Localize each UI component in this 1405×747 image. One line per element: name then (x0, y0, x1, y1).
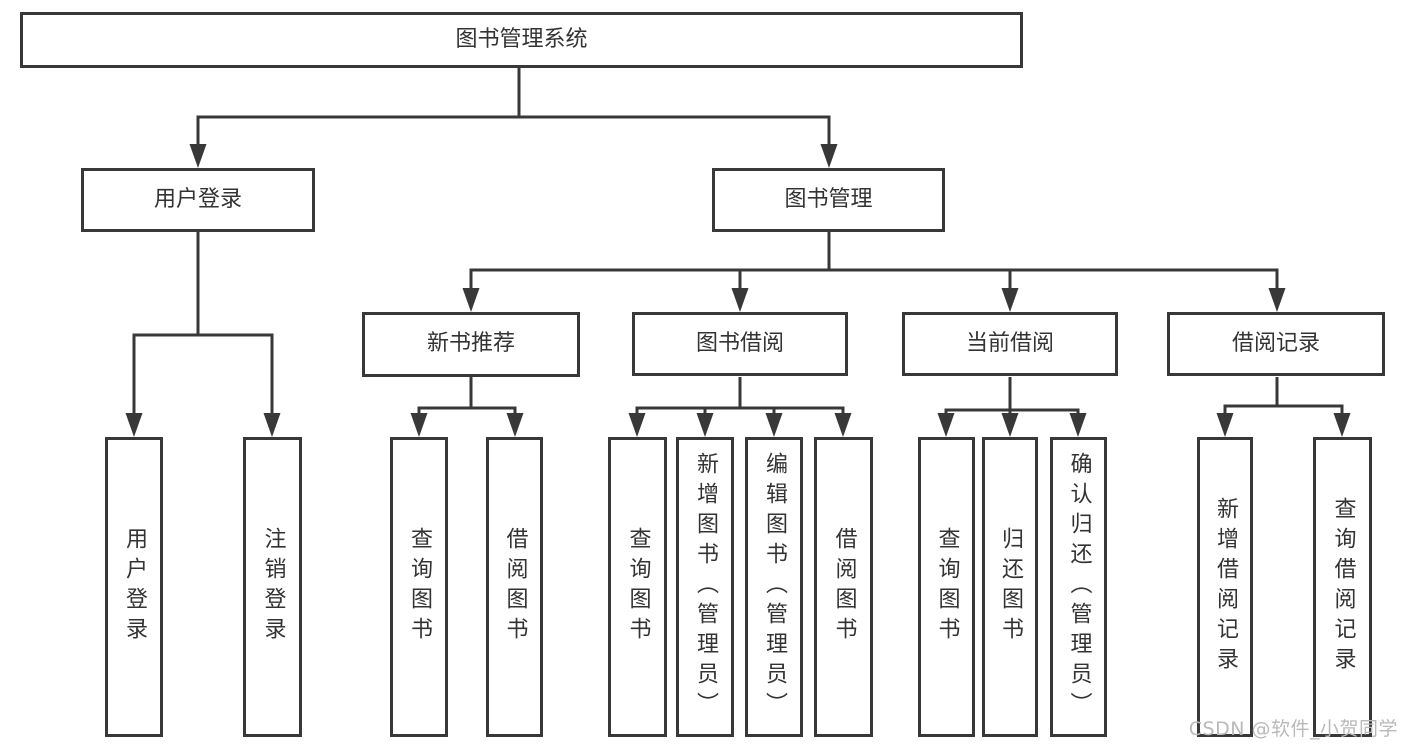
node-label: 查询图书 (407, 527, 432, 647)
leaf-confirm-return-admin: 确认归还（管理员） (1050, 437, 1107, 737)
node-label: 借阅图书 (831, 527, 857, 647)
leaf-borrow-books-2: 借阅图书 (814, 437, 873, 737)
node-new-book-recommend: 新书推荐 (362, 312, 580, 377)
arrowhead (937, 413, 955, 437)
node-book-borrow: 图书借阅 (632, 312, 848, 376)
arrowhead (1216, 413, 1234, 437)
node-label: 查询图书 (625, 527, 651, 647)
node-label: 图书借阅 (695, 330, 784, 356)
arrowhead (834, 413, 852, 437)
leaf-query-books-3: 查询图书 (918, 437, 975, 737)
arrowhead (506, 413, 524, 437)
arrowhead (628, 413, 646, 437)
node-label: 编辑图书（管理员） (762, 452, 787, 722)
node-label: 归还图书 (998, 527, 1023, 647)
arrowhead (125, 413, 143, 437)
arrowhead (1069, 413, 1087, 437)
leaf-logout: 注销登录 (243, 437, 302, 737)
node-label: 用户登录 (122, 527, 147, 647)
leaf-query-books-2: 查询图书 (608, 437, 667, 737)
node-label: 新增借阅记录 (1213, 497, 1238, 677)
arrowhead (1268, 288, 1286, 312)
connector-book-borrow-group (635, 377, 845, 423)
connector-new-book-group (417, 377, 517, 423)
node-label: 图书管理系统 (455, 26, 588, 52)
node-library-management-system: 图书管理系统 (20, 12, 1023, 68)
leaf-add-books-admin: 新增图书（管理员） (676, 437, 734, 737)
node-label: 用户登录 (153, 186, 242, 212)
node-label: 借阅图书 (502, 527, 528, 647)
arrowhead (1333, 413, 1351, 437)
leaf-return-books: 归还图书 (982, 437, 1038, 737)
node-user-login-branch: 用户登录 (81, 168, 315, 232)
csdn-watermark: CSDN @软件_小贺同学 (1188, 718, 1398, 740)
node-label: 确认归还（管理员） (1066, 452, 1092, 722)
arrowhead (1001, 288, 1019, 312)
leaf-edit-books-admin: 编辑图书（管理员） (745, 437, 803, 737)
leaf-query-books-1: 查询图书 (390, 437, 448, 737)
node-label: 借阅记录 (1231, 330, 1320, 356)
leaf-user-login: 用户登录 (105, 437, 163, 737)
leaf-borrow-books-1: 借阅图书 (486, 437, 543, 737)
node-book-management-branch: 图书管理 (712, 168, 945, 232)
arrowhead (462, 288, 480, 312)
arrowhead (820, 144, 838, 168)
connector-level2-rail (196, 115, 831, 154)
node-current-borrow: 当前借阅 (902, 312, 1118, 376)
arrowhead (189, 144, 207, 168)
node-label: 新书推荐 (426, 331, 515, 357)
arrowhead (1001, 413, 1019, 437)
arrowhead (765, 413, 783, 437)
node-label: 图书管理 (784, 186, 873, 212)
arrowhead (263, 413, 281, 437)
leaf-add-borrow-record: 新增借阅记录 (1197, 437, 1253, 737)
node-label: 注销登录 (260, 527, 286, 647)
node-borrow-record: 借阅记录 (1167, 312, 1385, 376)
arrowhead (410, 413, 428, 437)
node-label: 查询借阅记录 (1330, 497, 1356, 677)
node-label: 新增图书（管理员） (693, 452, 718, 722)
leaf-query-borrow-record: 查询借阅记录 (1313, 437, 1372, 737)
arrowhead (731, 288, 749, 312)
node-label: 查询图书 (934, 527, 960, 647)
connector-user-login-group (132, 232, 274, 423)
connector-borrow-record-group (1223, 377, 1344, 423)
connector-level3-rail (469, 268, 1279, 298)
node-label: 当前借阅 (965, 330, 1054, 356)
arrowhead (696, 413, 714, 437)
